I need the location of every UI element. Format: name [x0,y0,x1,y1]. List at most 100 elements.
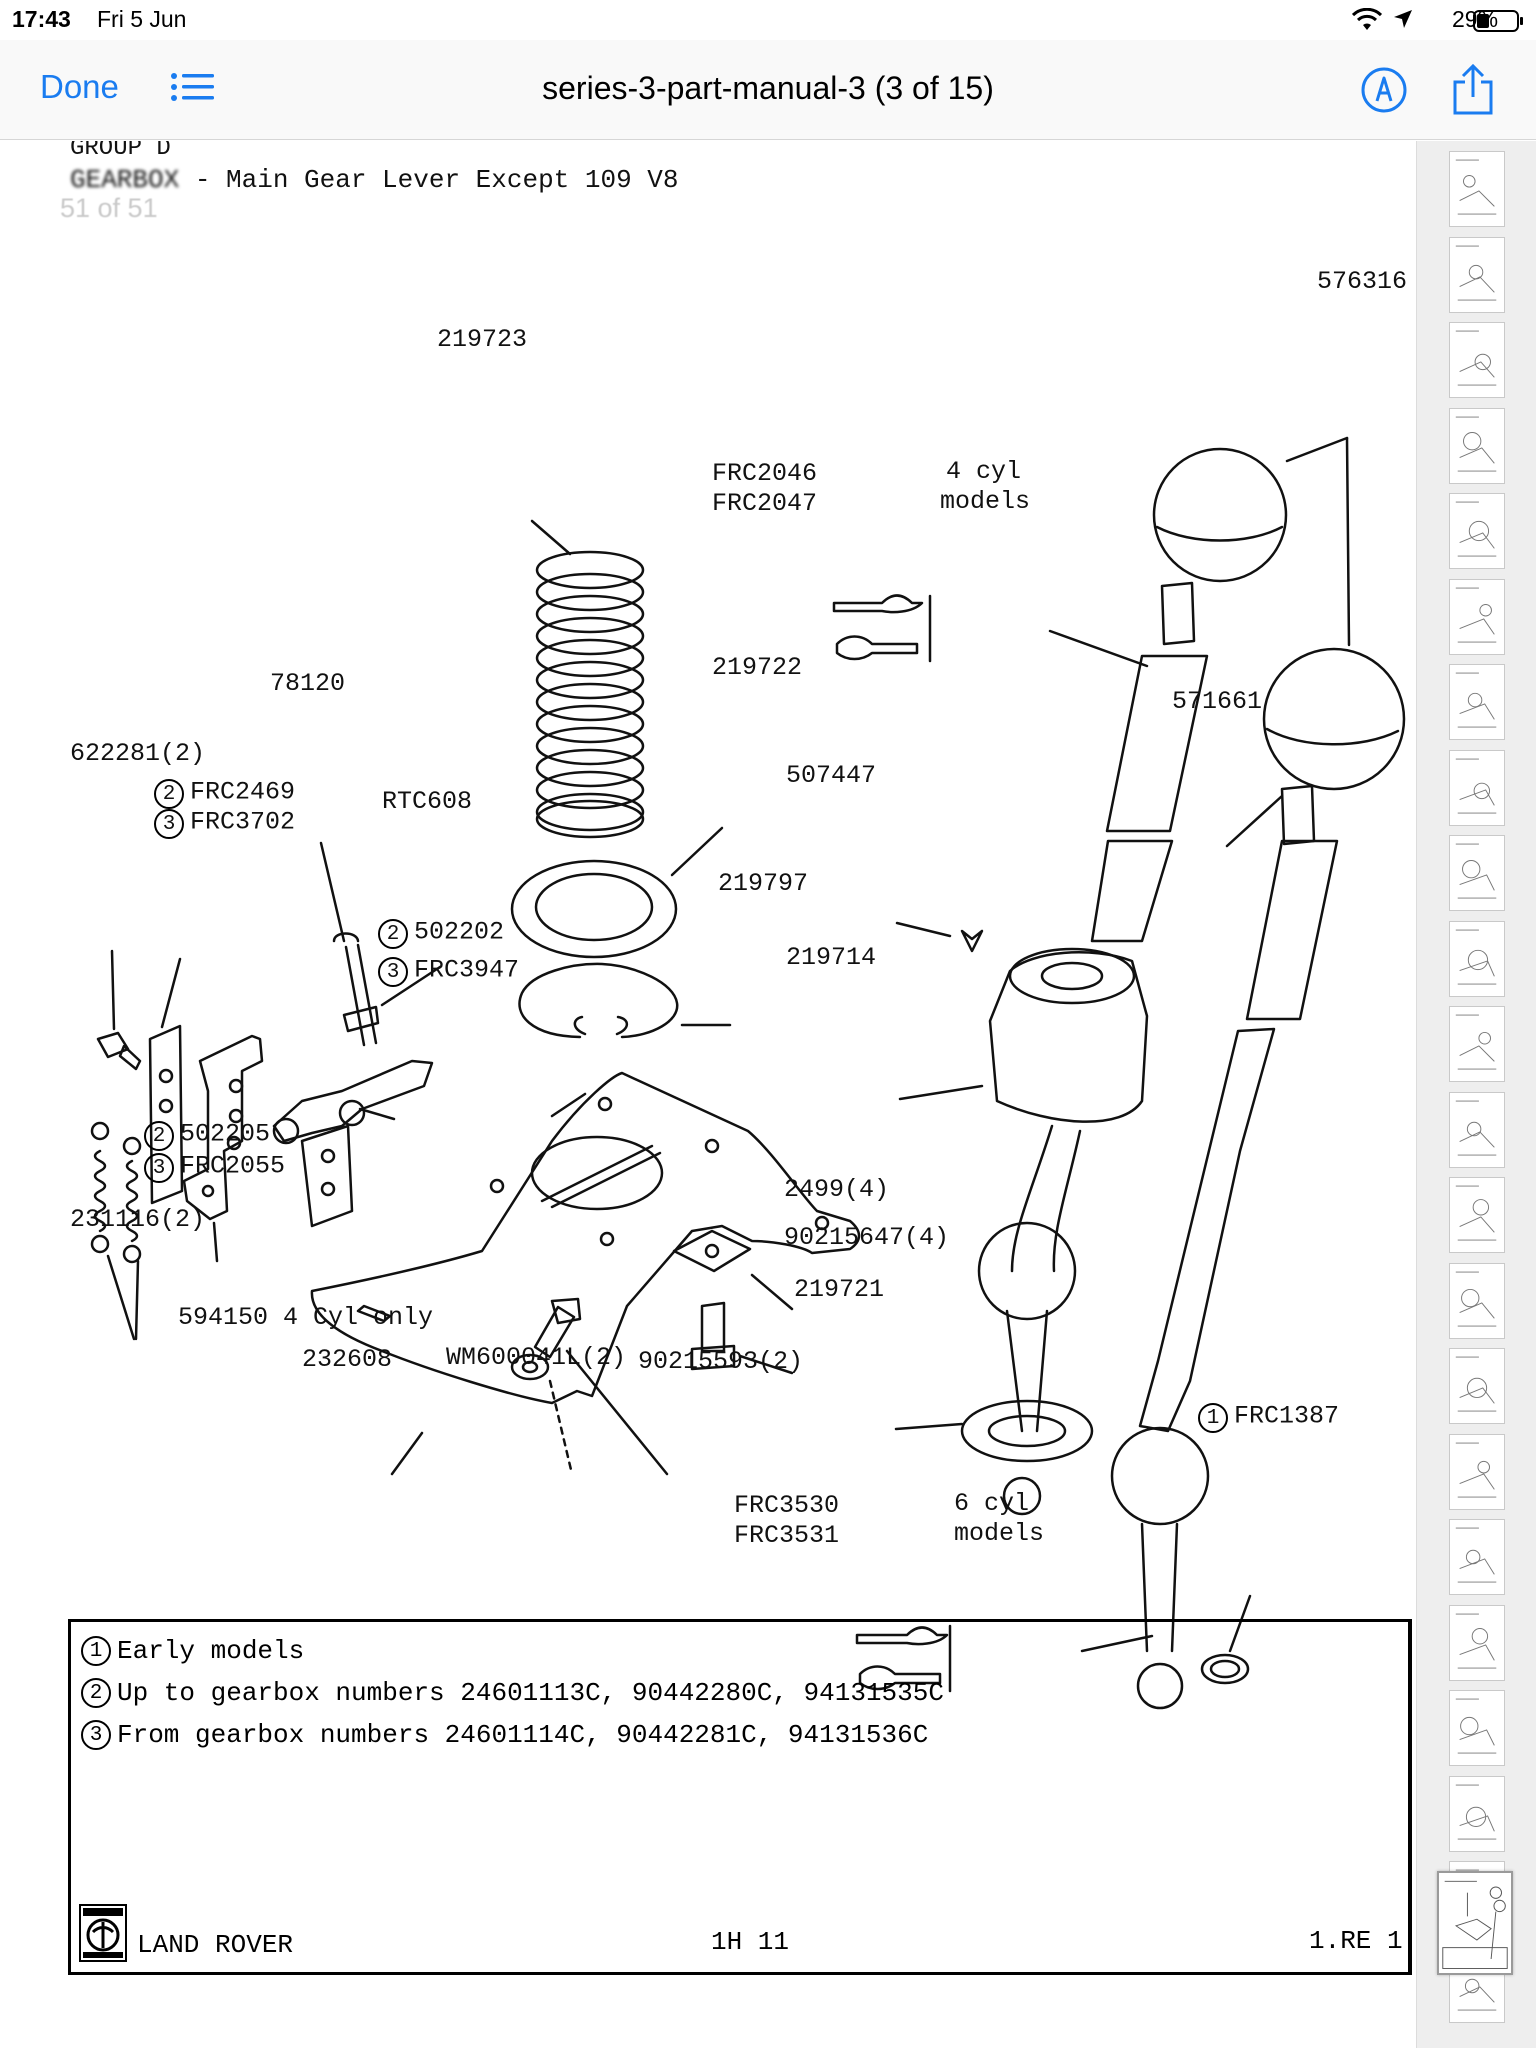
manual-page: GROUP D GEARBOX - Main Gear Lever Except… [12,141,1416,2048]
page-thumbnail[interactable] [1449,578,1505,655]
part-label: 571661 [1172,687,1263,716]
page-thumbnail[interactable] [1449,493,1505,569]
thumbnail-preview [1455,1698,1497,1754]
part-label: 594150 4 Cyl only [178,1303,434,1332]
navigation-bar: Done series-3-part-manual-3 (3 of 15) [0,40,1536,140]
circled-number: 2 [81,1678,111,1708]
circled-number: 3 [144,1153,174,1183]
part-label: 90215593(2) [638,1347,804,1376]
share-button[interactable] [1450,63,1496,116]
thumbnail-preview [1455,159,1497,215]
status-date: Fri 5 Jun [97,6,187,32]
part-label: 6 cyl [954,1489,1030,1518]
brand-name: LAND ROVER [137,1930,294,1960]
part-label: 219714 [786,943,877,972]
part-label: FRC2047 [712,489,818,518]
part-label: 576316 [1317,267,1408,296]
thumbnail-preview [1455,1442,1497,1498]
thumbnail-preview [1455,672,1497,728]
thumbnail-sidebar[interactable] [1416,141,1536,2048]
part-label: 219797 [718,869,809,898]
page-thumbnail[interactable] [1449,1091,1505,1168]
group-label: GROUP D [70,141,171,162]
part-label: FRC2046 [712,459,818,488]
part-label: 2499(4) [784,1175,890,1204]
part-label: 219723 [437,325,528,354]
part-label: 78120 [270,669,346,698]
thumbnail-preview [1455,843,1497,899]
document-viewer[interactable]: GROUP D GEARBOX - Main Gear Lever Except… [0,141,1416,2048]
done-button[interactable]: Done [40,68,119,105]
spring-219723 [530,519,645,839]
page-thumbnail[interactable] [1449,1177,1505,1253]
page-thumbnail[interactable] [1449,1348,1505,1424]
page-thumbnail[interactable] [1449,322,1505,398]
page-thumbnail[interactable] [1449,407,1505,484]
page-thumbnail[interactable] [1449,151,1505,227]
part-label: WM600041L(2) [446,1343,627,1372]
page-thumbnail[interactable] [1449,1775,1505,1852]
thumbnail-preview [1455,1527,1497,1583]
circled-number: 1 [81,1636,111,1666]
outline-button[interactable] [170,70,216,110]
page-thumbnail[interactable] [1449,920,1505,997]
share-icon [1453,63,1493,115]
page-thumbnail[interactable] [1449,236,1505,313]
thumbnail-preview [1455,1613,1497,1669]
circled-number: 2 [154,779,184,809]
part-label: 232608 [302,1345,393,1374]
thumbnail-preview [1455,416,1497,472]
part-label: 219722 [712,653,803,682]
page-thumbnail[interactable] [1449,1433,1505,1510]
markup-button[interactable] [1360,66,1408,114]
part-label: 622281(2) [70,739,206,768]
part-label: 4 cyl [946,457,1022,486]
section-title: GEARBOX - Main Gear Lever Except 109 V8 [70,165,679,195]
page-thumbnail[interactable] [1449,749,1505,826]
page-thumbnail[interactable] [1449,1519,1505,1595]
page-thumbnail[interactable] [1449,835,1505,911]
circled-number: 3 [81,1720,111,1750]
part-label: models [954,1519,1045,1548]
circled-number: 2 [144,1121,174,1151]
wifi-icon [1352,8,1382,30]
thumbnail-preview [1455,929,1497,985]
page-thumbnail[interactable] [1449,664,1505,740]
page-thumbnail[interactable] [1449,1690,1505,1766]
part-label: 507447 [786,761,877,790]
thumbnail-preview [1442,1880,1508,1969]
page-thumbnail[interactable] [1449,1262,1505,1339]
thumbnail-preview [1455,330,1497,386]
part-label: 219721 [794,1275,885,1304]
thumbnail-preview [1455,245,1497,301]
status-time: 17:43 [12,6,71,32]
thumbnail-preview [1455,1185,1497,1241]
british-leyland-logo-icon [79,1904,127,1962]
part-label: RTC608 [382,787,473,816]
thumbnail-preview [1455,501,1497,557]
section-prefix: GEARBOX [70,165,180,195]
document-title: series-3-part-manual-3 (3 of 15) [542,70,994,106]
status-bar: 17:43 Fri 5 Jun 29% [0,0,1536,40]
part-label: 231116(2) [70,1205,206,1234]
current-page-thumbnail[interactable] [1437,1871,1513,1975]
part-label: FRC3530 [734,1491,840,1520]
page-thumbnail[interactable] [1449,1604,1505,1681]
exploded-parts-diagram [90,436,1406,1710]
battery-icon [1473,10,1523,32]
thumbnail-preview [1455,758,1497,814]
circled-number: 3 [154,809,184,839]
thumbnail-preview [1455,1784,1497,1840]
thumbnail-preview [1455,1271,1497,1327]
thumbnail-preview [1455,1356,1497,1412]
page-thumbnail[interactable] [1449,1006,1505,1082]
